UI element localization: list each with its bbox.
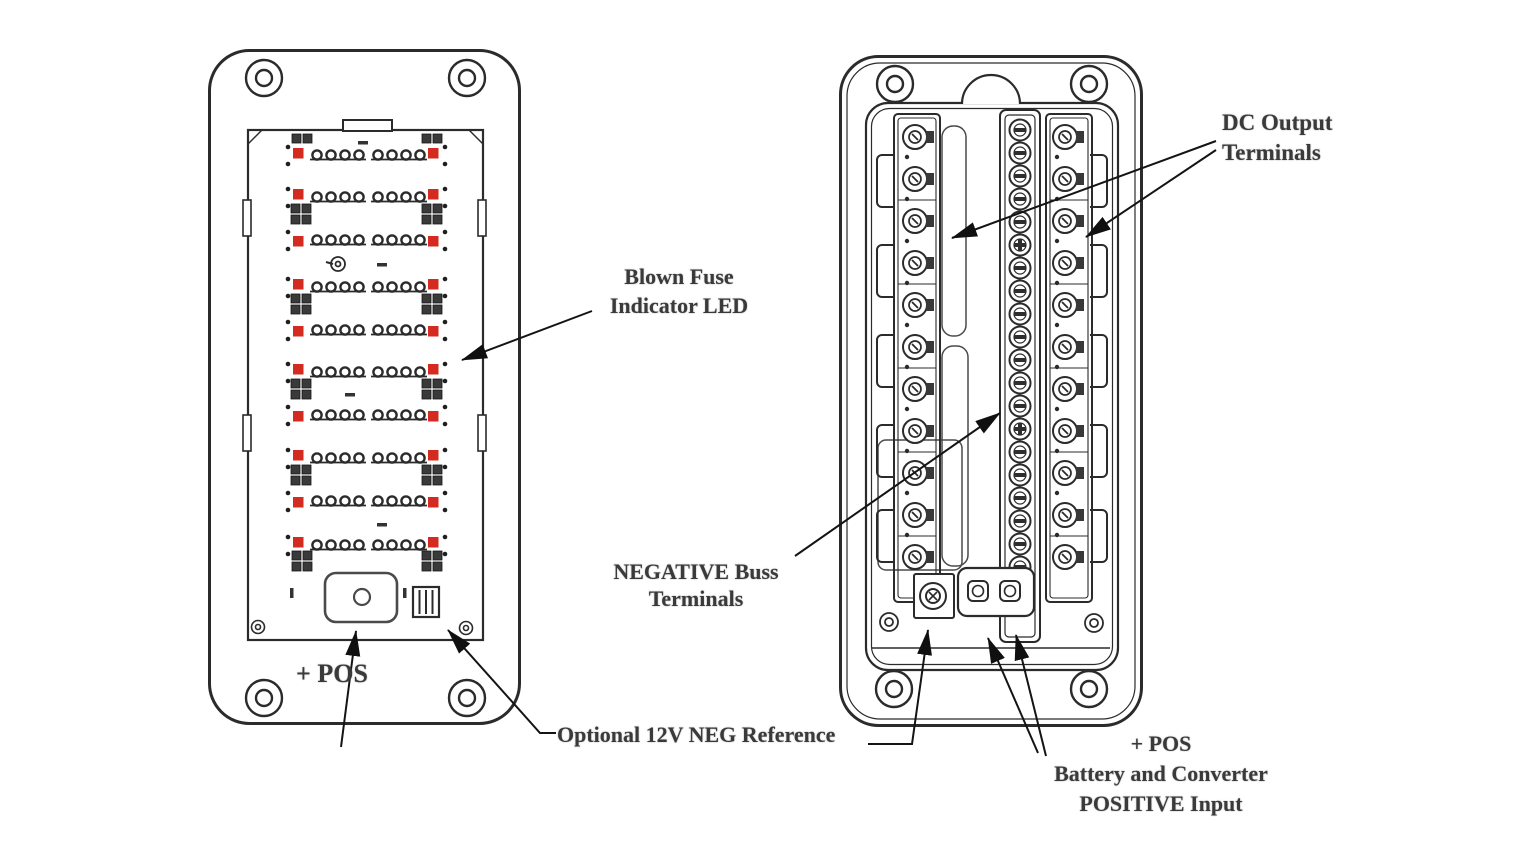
blown-fuse-led (293, 189, 304, 200)
blown-fuse-led (428, 236, 439, 247)
label-line: Optional 12V NEG Reference (557, 722, 836, 747)
label-negative-buss-terminals: NEGATIVE Buss Terminals (596, 558, 796, 612)
label-positive-input: + POS Battery and Converter POSITIVE Inp… (1034, 729, 1288, 819)
label-optional-12v-neg-reference: Optional 12V NEG Reference (557, 722, 835, 748)
blown-fuse-led (293, 148, 304, 159)
positive-input-studs (956, 566, 1036, 618)
arrow-negative-buss (794, 412, 1001, 557)
arrow-blown-fuse-led (461, 310, 593, 361)
blown-fuse-led (293, 411, 304, 422)
label-line: POSITIVE Input (1079, 791, 1243, 816)
blown-fuse-led (293, 497, 304, 508)
arrow-optional-neg-front (447, 629, 556, 734)
arrow-pos-input-right-stud (1014, 634, 1047, 757)
front-panel-illustration (208, 49, 521, 725)
label-line: Battery and Converter (1054, 761, 1268, 786)
label-dc-output-terminals: DC Output Terminals (1222, 108, 1362, 168)
dc-output-strip-left (893, 113, 941, 603)
blown-fuse-led (428, 326, 439, 337)
label-line: Terminals (648, 586, 744, 611)
blown-fuse-led (428, 148, 439, 159)
label-blown-fuse-indicator-led: Blown Fuse Indicator LED (588, 262, 770, 320)
label-line: Indicator LED (609, 293, 749, 318)
arrow-dc-output-right (1085, 149, 1217, 238)
blown-fuse-led (293, 450, 304, 461)
arrow-pos-front (340, 630, 361, 748)
blown-fuse-led (293, 537, 304, 548)
blown-fuse-led (428, 497, 439, 508)
blown-fuse-led (293, 364, 304, 375)
label-line: + POS (1130, 731, 1192, 756)
arrow-dc-output-left (951, 140, 1217, 239)
label-line: DC Output (1222, 110, 1333, 135)
blown-fuse-led (293, 279, 304, 290)
blown-fuse-led (428, 364, 439, 375)
rear-panel-illustration (839, 55, 1143, 727)
blown-fuse-led (428, 450, 439, 461)
positive-stud-area (290, 571, 441, 624)
blown-fuse-led (428, 279, 439, 290)
dc-output-strip-right (1045, 113, 1093, 603)
label-line: Blown Fuse (624, 264, 734, 289)
blown-fuse-led (428, 537, 439, 548)
arrow-optional-neg-rear (868, 629, 932, 745)
label-line: + POS (296, 659, 368, 688)
label-line: NEGATIVE Buss (613, 559, 779, 584)
arrow-pos-input-left-stud (987, 637, 1039, 754)
fuse-clip-array (285, 141, 448, 557)
blown-fuse-led-array (290, 133, 443, 572)
blown-fuse-led (428, 411, 439, 422)
blown-fuse-led (293, 326, 304, 337)
label-pos-front: + POS (287, 659, 377, 689)
neg-reference-screw (913, 573, 955, 619)
blown-fuse-led (293, 236, 304, 247)
blown-fuse-led (428, 189, 439, 200)
label-line: Terminals (1222, 140, 1321, 165)
